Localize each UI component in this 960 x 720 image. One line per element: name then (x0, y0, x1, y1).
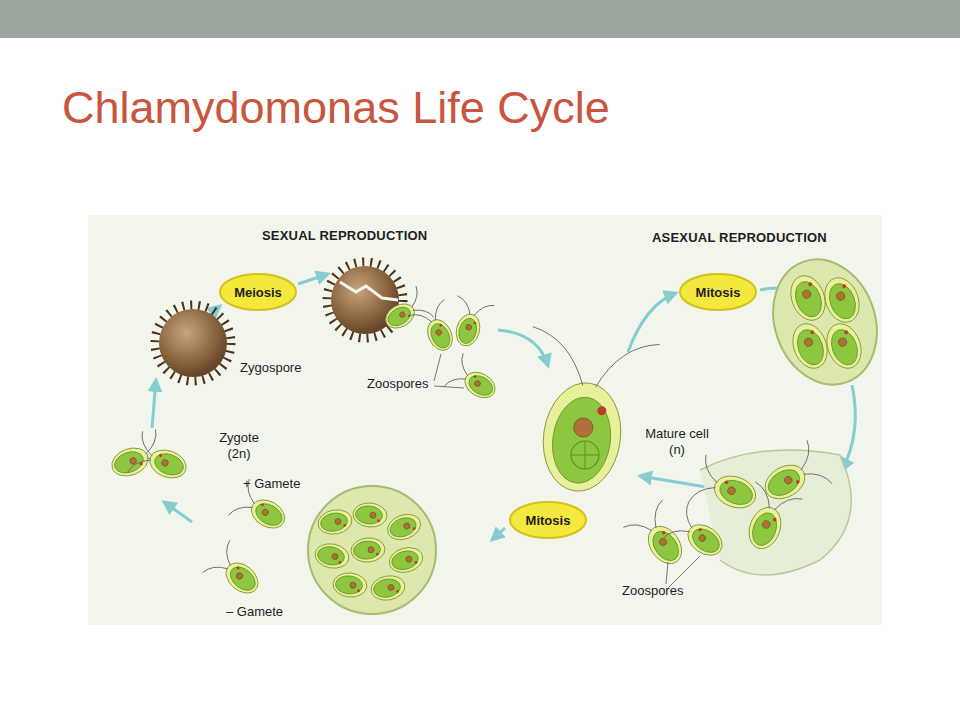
part-label: Zygospore (240, 360, 301, 376)
node-label: Meiosis (234, 285, 282, 300)
part-label: – Gamete (226, 604, 283, 620)
slide-title: Chlamydomonas Life Cycle (62, 82, 610, 134)
section-heading: ASEXUAL REPRODUCTION (652, 230, 827, 246)
process-oval: Mitosis (678, 272, 758, 312)
process-oval: Meiosis (218, 272, 298, 312)
section-heading: SEXUAL REPRODUCTION (262, 228, 427, 244)
process-oval: Mitosis (508, 500, 588, 540)
part-label: Zoospores (367, 376, 428, 392)
part-label: + Gamete (243, 476, 300, 492)
part-label: Zygote (2n) (213, 430, 265, 463)
part-label: Zoospores (622, 583, 683, 599)
node-label: Mitosis (526, 513, 571, 528)
part-label: Mature cell (n) (637, 426, 717, 459)
node-label: Mitosis (696, 285, 741, 300)
